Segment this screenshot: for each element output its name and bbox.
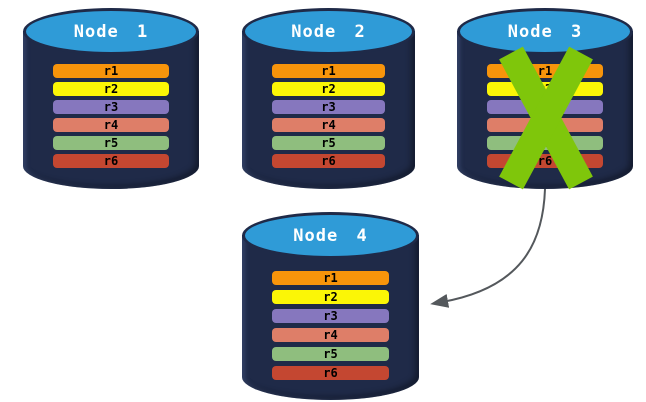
- replica-row-r2: r2: [272, 290, 389, 304]
- node-3-cylinder-top: Node 3: [457, 8, 633, 55]
- replica-row-r5: r5: [487, 136, 603, 150]
- replica-row-r4: r4: [487, 118, 603, 132]
- replica-row-r1: r1: [272, 271, 389, 285]
- node-3-replica-rows: r1 r2 r3 r4 r5 r6: [487, 64, 603, 168]
- node-3-title: Node 3: [507, 21, 583, 42]
- replica-row-r1: r1: [272, 64, 385, 78]
- node-1-replica-rows: r1 r2 r3 r4 r5 r6: [53, 64, 169, 168]
- replica-row-r2: r2: [53, 82, 169, 96]
- replica-row-r3: r3: [272, 100, 385, 114]
- replica-row-r4: r4: [272, 118, 385, 132]
- replica-row-r5: r5: [272, 347, 389, 361]
- failover-arrow-path: [430, 188, 546, 308]
- replica-row-r2: r2: [272, 82, 385, 96]
- node-4-cylinder-top: Node 4: [242, 212, 419, 259]
- replica-row-r4: r4: [272, 328, 389, 342]
- node-1-cylinder-top: Node 1: [23, 8, 199, 55]
- replica-row-r3: r3: [53, 100, 169, 114]
- node-2-title: Node 2: [291, 21, 366, 42]
- node-4-replica-rows: r1 r2 r3 r4 r5 r6: [272, 271, 389, 380]
- replica-row-r2: r2: [487, 82, 603, 96]
- node-4: Node 4 r1 r2 r3 r4 r5 r6: [242, 212, 419, 400]
- replica-row-r6: r6: [53, 154, 169, 168]
- replica-row-r1: r1: [53, 64, 169, 78]
- node-3: Node 3 r1 r2 r3 r4 r5 r6: [457, 8, 633, 189]
- replica-row-r4: r4: [53, 118, 169, 132]
- replica-row-r1: r1: [487, 64, 603, 78]
- node-1: Node 1 r1 r2 r3 r4 r5 r6: [23, 8, 199, 189]
- replica-row-r6: r6: [272, 154, 385, 168]
- node-2-cylinder-top: Node 2: [242, 8, 415, 55]
- node-4-title: Node 4: [293, 225, 368, 246]
- replica-row-r5: r5: [272, 136, 385, 150]
- replica-row-r3: r3: [272, 309, 389, 323]
- node-2-replica-rows: r1 r2 r3 r4 r5 r6: [272, 64, 385, 168]
- replica-row-r5: r5: [53, 136, 169, 150]
- replica-row-r3: r3: [487, 100, 603, 114]
- node-2: Node 2 r1 r2 r3 r4 r5 r6: [242, 8, 415, 189]
- replica-row-r6: r6: [272, 366, 389, 380]
- node-1-title: Node 1: [73, 21, 149, 42]
- replica-row-r6: r6: [487, 154, 603, 168]
